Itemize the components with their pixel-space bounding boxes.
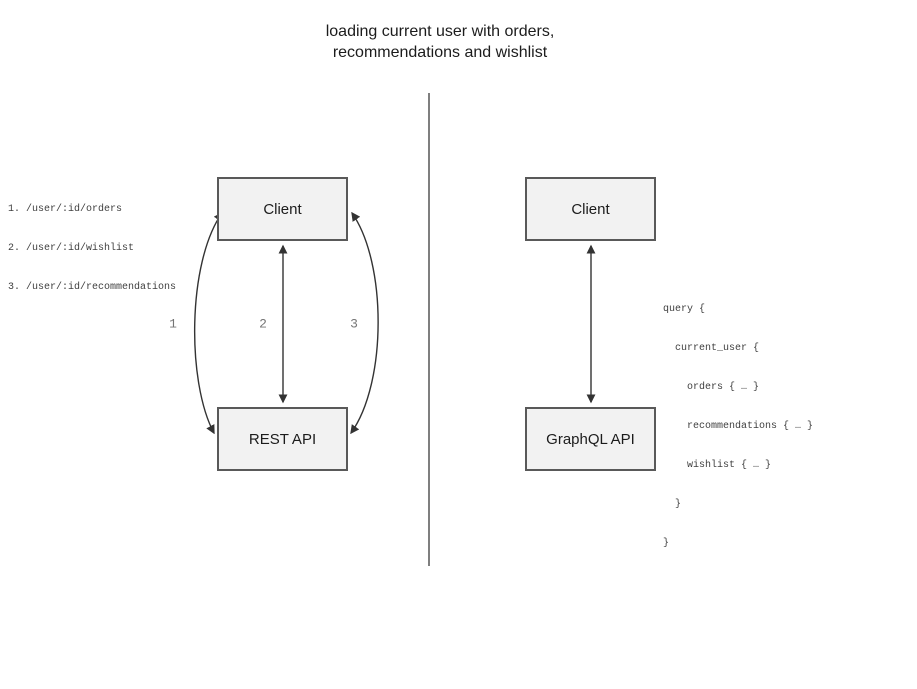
query-code-line: recommendations { … } (663, 421, 814, 432)
query-code-line: orders { … } (663, 382, 760, 393)
curved-arrow-1 (194, 211, 223, 435)
client-box-rest: Client (217, 177, 348, 241)
query-code-line: wishlist { … } (663, 460, 772, 471)
diagram-title-line-2: recommendations and wishlist (332, 44, 548, 61)
graphql-api-box-label: GraphQL API (546, 430, 635, 448)
arrow-label-2: 2 (259, 316, 267, 332)
rest-api-box-label: REST API (248, 430, 317, 448)
endpoint-item: 3. /user/:id/recommendations (8, 282, 177, 293)
arrow-label-1: 1 (169, 316, 177, 332)
endpoint-item: 2. /user/:id/wishlist (8, 243, 135, 254)
arrow-label-3: 3 (350, 316, 358, 332)
diagram-title-line-1: loading current user with orders, (325, 23, 555, 40)
query-code-line: } (663, 499, 682, 510)
query-code-line: current_user { (663, 343, 760, 354)
graphql-query-code: query { current_user { orders { … } reco… (663, 277, 813, 576)
diagram-title: loading current user with orders, recomm… (326, 21, 555, 63)
endpoint-item: 1. /user/:id/orders (8, 204, 123, 215)
curved-arrow-3 (350, 211, 379, 435)
client-box-rest-label: Client (263, 200, 302, 218)
graphql-api-box: GraphQL API (525, 407, 656, 471)
rest-endpoints-list: 1. /user/:id/orders 2. /user/:id/wishlis… (8, 177, 176, 320)
rest-api-box: REST API (217, 407, 348, 471)
client-box-graphql-label: Client (571, 200, 610, 218)
client-box-graphql: Client (525, 177, 656, 241)
query-code-line: } (663, 538, 670, 549)
query-code-line: query { (663, 304, 706, 315)
